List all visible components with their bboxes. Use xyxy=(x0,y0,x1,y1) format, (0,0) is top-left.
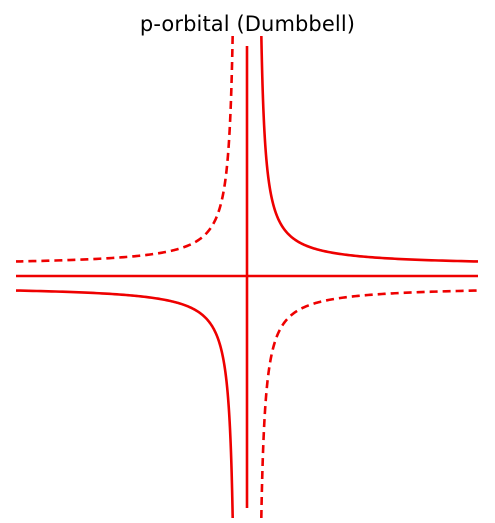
upper-right-solid-curve xyxy=(260,35,479,263)
diagram-title: p-orbital (Dumbbell) xyxy=(139,12,356,36)
lower-right-dashed-curve xyxy=(260,289,479,519)
upper-left-dashed-curve xyxy=(15,35,234,263)
orbital-curves xyxy=(15,35,479,519)
lower-left-solid-curve xyxy=(15,289,234,519)
